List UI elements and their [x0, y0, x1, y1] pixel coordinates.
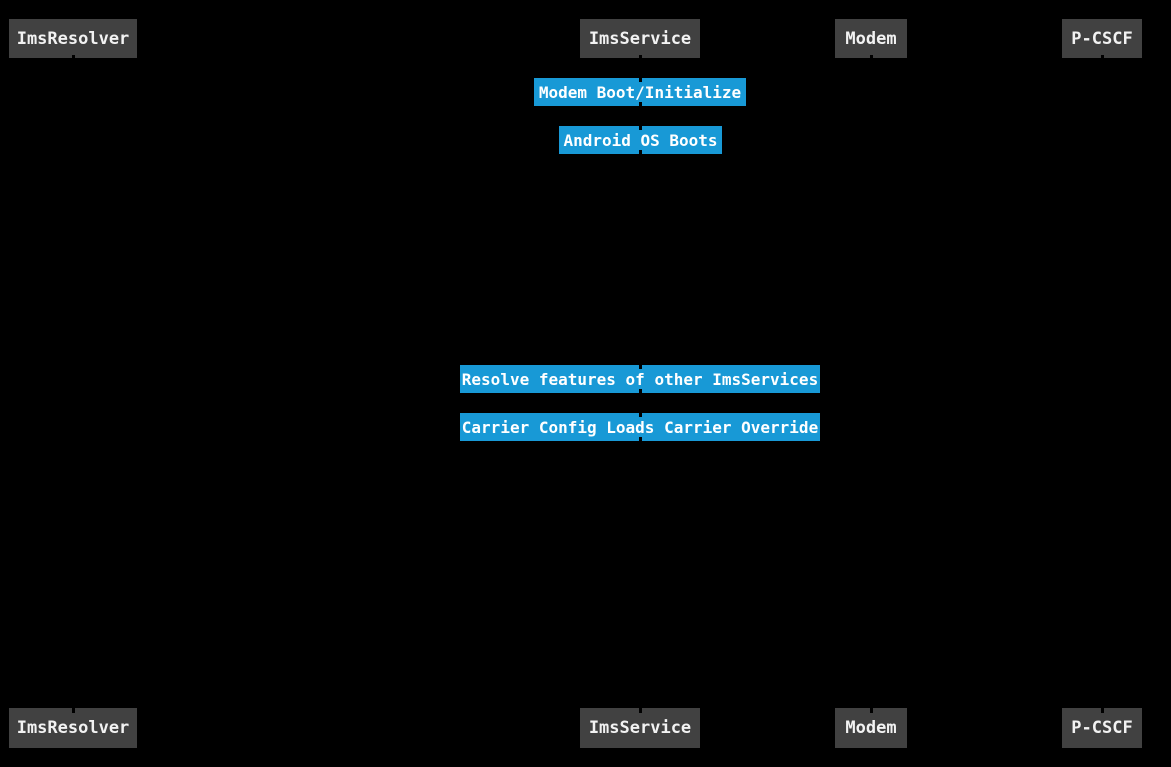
lifeline-tick	[639, 437, 642, 442]
participant-bottom-p-cscf-label: P-CSCF	[1071, 718, 1133, 738]
participant-top-p-cscf-label: P-CSCF	[1071, 28, 1133, 49]
lifeline-tick	[639, 55, 642, 61]
note-box: Android OS Boots	[559, 126, 722, 154]
participant-top-imsresolver: ImsResolver	[9, 19, 137, 58]
lifeline-imsresolver	[72, 58, 74, 708]
note-box-label: Modem Boot/Initialize	[538, 82, 742, 102]
note-box: Carrier Config Loads Carrier Override	[460, 413, 820, 441]
lifeline-tick	[639, 389, 642, 394]
note-box-label: Resolve features of other ImsServices	[461, 369, 819, 389]
lifeline-tick	[639, 125, 642, 130]
lifeline-tick	[639, 412, 642, 417]
participant-bottom-imsservice: ImsService	[580, 708, 700, 748]
lifeline-tick	[870, 707, 873, 713]
participant-top-p-cscf: P-CSCF	[1062, 19, 1142, 58]
participant-bottom-modem-label: Modem	[845, 718, 897, 738]
lifeline-tick	[1101, 707, 1104, 713]
lifeline-tick	[72, 707, 75, 713]
participant-bottom-p-cscf: P-CSCF	[1062, 708, 1142, 748]
participant-top-imsservice-label: ImsService	[588, 28, 692, 49]
note-box-label: Android OS Boots	[563, 130, 718, 150]
participant-top-modem-label: Modem	[845, 28, 897, 49]
lifeline-tick	[639, 77, 642, 82]
lifeline-tick	[1101, 55, 1104, 61]
lifeline-p-cscf	[1101, 58, 1103, 708]
lifeline-tick	[639, 150, 642, 155]
note-box-label: Carrier Config Loads Carrier Override	[461, 417, 819, 437]
lifeline-modem	[870, 58, 872, 708]
participant-top-modem: Modem	[835, 19, 907, 58]
participant-bottom-imsresolver: ImsResolver	[9, 708, 137, 748]
note-box: Modem Boot/Initialize	[534, 78, 746, 106]
participant-top-imsresolver-label: ImsResolver	[16, 28, 130, 49]
lifeline-tick	[870, 55, 873, 61]
lifeline-tick	[639, 707, 642, 713]
lifeline-tick	[72, 55, 75, 61]
participant-top-imsservice: ImsService	[580, 19, 700, 58]
participant-bottom-imsservice-label: ImsService	[588, 718, 692, 738]
lifeline-tick	[639, 364, 642, 369]
lifeline-tick	[639, 102, 642, 107]
participant-bottom-imsresolver-label: ImsResolver	[16, 718, 130, 738]
note-box: Resolve features of other ImsServices	[460, 365, 820, 393]
participant-bottom-modem: Modem	[835, 708, 907, 748]
